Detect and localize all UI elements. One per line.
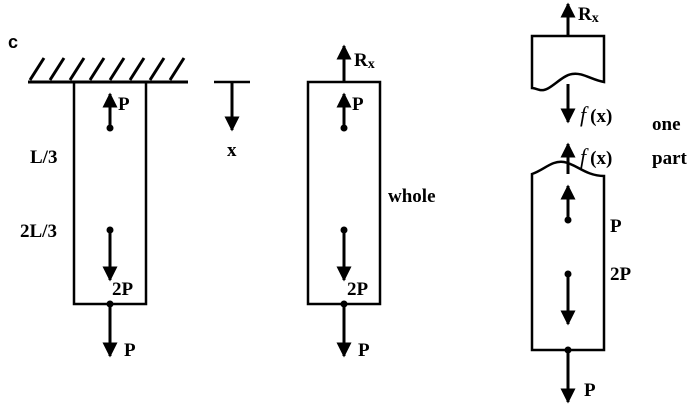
lower-load-P-arrow <box>560 184 576 224</box>
left-load-P-arrow <box>102 92 118 132</box>
upper-part <box>530 34 606 92</box>
whole-label: whole <box>388 186 436 207</box>
left-2L3-label: 2L/3 <box>20 221 57 242</box>
whole-P-bottom-label: P <box>358 340 370 361</box>
lower-part <box>530 160 606 352</box>
lower-2P-label: 2P <box>610 264 632 285</box>
lower-fx-label: f(x) <box>580 144 612 169</box>
left-load-2P-arrow <box>102 226 118 282</box>
x-axis-indicator: x <box>214 80 250 161</box>
sectioned-parts-diagram: Rx f(x) one part f(x) P 2P P <box>530 2 688 404</box>
left-2P-label: 2P <box>112 279 134 300</box>
whole-Rx-label: Rx <box>354 50 375 72</box>
whole-load-P-arrow <box>336 92 352 132</box>
upper-Rx-label: Rx <box>578 4 599 26</box>
lower-end-load-arrow <box>560 346 576 404</box>
whole-bar-diagram: Rx P whole 2P P <box>306 44 436 361</box>
whole-2P-label: 2P <box>347 279 369 300</box>
left-bar-diagram: c P L/3 2L/3 2P <box>8 32 188 361</box>
lower-P-label: P <box>610 216 622 237</box>
left-end-load-arrow <box>102 300 118 358</box>
axis-x-label: x <box>227 140 237 161</box>
one-label: one <box>652 114 681 135</box>
left-L3-label: L/3 <box>30 147 57 168</box>
upper-fx-label: f(x) <box>580 102 612 127</box>
panel-label: c <box>8 32 18 52</box>
left-P-bottom-label: P <box>124 340 136 361</box>
fixed-support <box>28 57 188 84</box>
whole-end-load-arrow <box>336 300 352 358</box>
whole-load-2P-arrow <box>336 226 352 282</box>
left-P-top-label: P <box>118 94 130 115</box>
part-label: part <box>652 148 688 169</box>
lower-load-2P-arrow <box>560 270 576 326</box>
whole-P-top-label: P <box>352 94 364 115</box>
lower-P-bottom-label: P <box>584 380 596 401</box>
